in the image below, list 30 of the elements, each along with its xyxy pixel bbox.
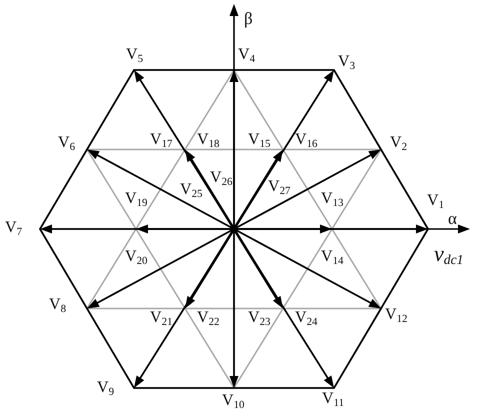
vector-label: V$_{15}$ <box>248 132 270 148</box>
vector-label: V$_{1}$ <box>427 193 444 209</box>
voltage-label: v$_{dc1}$ <box>434 243 464 265</box>
vector-label: V$_{12}$ <box>385 307 408 323</box>
vector-label: V$_{13}$ <box>321 191 344 207</box>
vector-label: V$_{27}$ <box>268 179 290 195</box>
vector-label: V$_{23}$ <box>248 310 270 326</box>
vector-label: V$_{10}$ <box>222 393 244 409</box>
vector-label: V$_{19}$ <box>125 191 148 207</box>
vector-label: V$_{17}$ <box>150 132 172 148</box>
vector-label: V$_{16}$ <box>295 132 318 148</box>
vector-label: V$_{7}$ <box>5 220 22 236</box>
axis-label: β <box>244 11 253 27</box>
vector-label: V$_{18}$ <box>197 132 220 148</box>
vector-label: V$_{21}$ <box>150 310 172 326</box>
vector-label: V$_{3}$ <box>338 54 355 70</box>
vector-label: V$_{20}$ <box>125 249 148 265</box>
vector-label: V$_{8}$ <box>49 297 66 313</box>
vector-label: V$_{22}$ <box>197 310 220 326</box>
axis-label: α <box>448 211 457 227</box>
vector-label: V$_{9}$ <box>97 380 114 396</box>
vector-label: V$_{4}$ <box>238 47 255 63</box>
vector-label: V$_{5}$ <box>126 47 143 63</box>
vector-label: V$_{14}$ <box>321 249 344 265</box>
vector-label: V$_{2}$ <box>390 135 407 151</box>
vector-label: V$_{26}$ <box>210 170 232 186</box>
vector-label: V$_{6}$ <box>58 135 75 151</box>
vector-label: V$_{25}$ <box>180 182 202 198</box>
vector-label: V$_{11}$ <box>322 391 344 407</box>
vector-label: V$_{24}$ <box>295 310 318 326</box>
